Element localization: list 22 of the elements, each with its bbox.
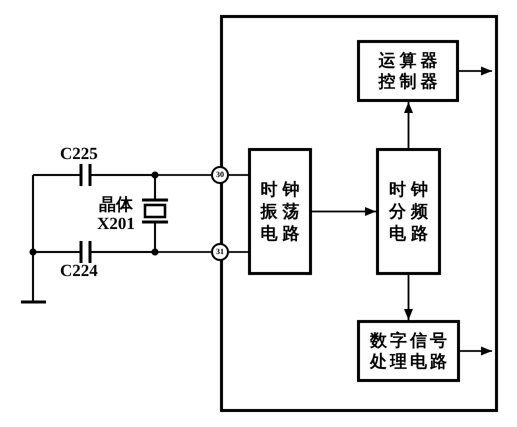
component-label: C225 [60,144,98,163]
circuit-block [357,320,460,382]
circuit-block [357,40,459,102]
block-title: 运算器控制器 [377,50,442,92]
circuit-block [248,148,312,275]
arrow [460,346,492,356]
pin-number: 30 [216,171,224,179]
arrow [312,207,376,216]
pin-number: 31 [216,248,224,256]
connector-line [152,248,211,256]
block-title: 时钟振荡电路 [259,178,306,244]
block-title: 数字信号处理电路 [368,330,451,372]
block-title: 时钟分频电路 [388,178,434,244]
arrow [459,66,492,76]
circuit-block [376,148,441,275]
connector-line [229,174,248,176]
connector-line [229,251,248,253]
component-label: 晶体 X201 [96,195,136,233]
component-label: C224 [60,261,98,280]
arrow [404,102,413,148]
connector-line [152,172,211,178]
arrow [404,275,413,320]
